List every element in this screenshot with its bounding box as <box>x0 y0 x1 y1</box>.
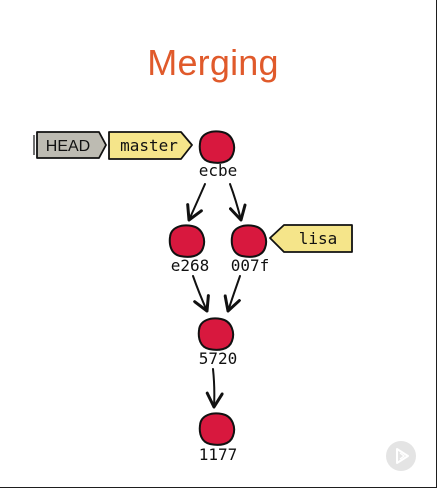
commit-label-007f: 007f <box>231 256 270 275</box>
head-ref-tag: HEAD <box>33 131 107 159</box>
edge-007f-5720 <box>223 275 241 313</box>
edge-5720-1177 <box>205 368 224 409</box>
slide-title: Merging <box>147 42 279 83</box>
lisa-branch-tag: lisa <box>269 224 353 253</box>
commit-label-5720: 5720 <box>199 349 238 368</box>
commit-edges <box>186 183 247 409</box>
play-icon <box>396 448 409 464</box>
commit-node-007f: 007f <box>231 224 270 275</box>
commit-node-5720: 5720 <box>197 317 238 368</box>
master-branch-label: master <box>120 136 178 155</box>
commit-label-ecbe: ecbe <box>199 161 238 180</box>
play-button[interactable] <box>386 441 416 471</box>
edge-e268-5720 <box>192 275 210 313</box>
edge-ecbe-e268 <box>186 183 206 222</box>
head-ref-label: HEAD <box>46 138 90 155</box>
lisa-branch-label: lisa <box>299 229 338 248</box>
commit-node-e268: e268 <box>168 224 210 275</box>
commit-label-1177: 1177 <box>199 445 238 464</box>
commit-node-1177: 1177 <box>199 412 238 464</box>
commit-node-ecbe: ecbe <box>199 130 238 180</box>
master-branch-tag: master <box>108 131 193 160</box>
edge-ecbe-007f <box>228 183 247 222</box>
commit-label-e268: e268 <box>171 256 210 275</box>
